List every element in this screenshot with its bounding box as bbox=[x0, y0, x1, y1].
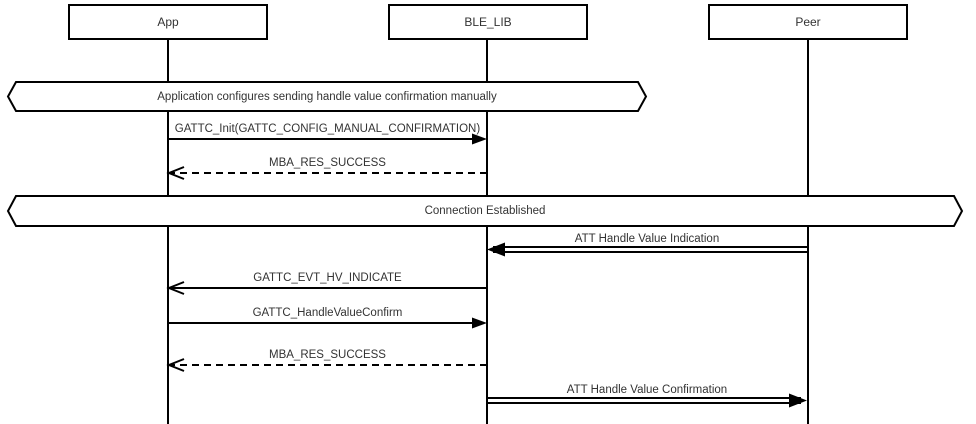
participant-label-peer: Peer bbox=[795, 15, 821, 29]
participant-label-ble-lib: BLE_LIB bbox=[464, 15, 512, 29]
arrow-att-hv-confirmation bbox=[487, 393, 807, 408]
arrow-gattc-evt-hv-indicate bbox=[166, 281, 487, 295]
arrow-mba-res-success-2 bbox=[166, 358, 487, 372]
arrow-gattc-init bbox=[168, 133, 487, 145]
participant-box-peer: Peer bbox=[708, 4, 908, 40]
note-config-shape bbox=[6, 81, 648, 112]
participant-label-app: App bbox=[157, 15, 179, 29]
participant-box-app: App bbox=[68, 4, 268, 40]
arrow-mba-res-success-1 bbox=[166, 166, 487, 180]
note-connection-shape bbox=[6, 195, 964, 227]
arrow-att-hv-indication bbox=[487, 242, 807, 257]
participant-box-ble-lib: BLE_LIB bbox=[388, 4, 588, 40]
arrow-gattc-handle-value-confirm bbox=[168, 317, 487, 329]
